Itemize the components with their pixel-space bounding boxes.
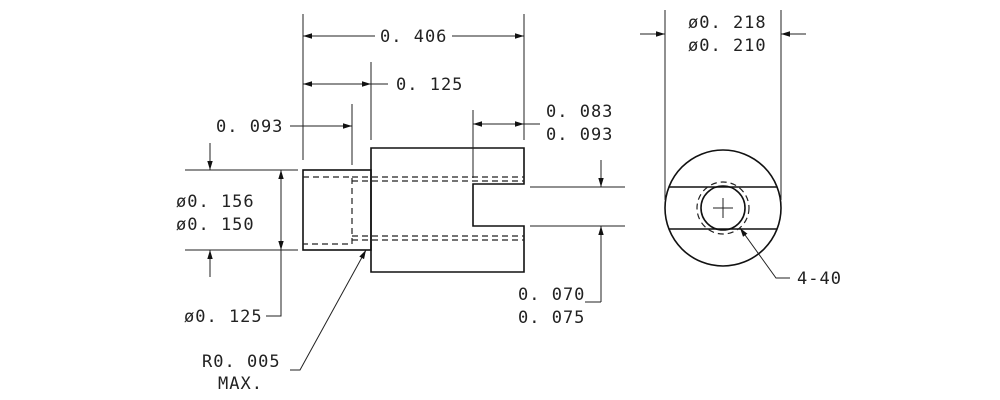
radius-label: R0. 005: [202, 352, 281, 372]
thread-minor-circle: [700, 185, 746, 231]
outer-dia-max-label: ø0. 218: [688, 13, 767, 33]
slot-depth-max-label: 0. 083: [546, 102, 613, 122]
thread-major-circle: [696, 181, 750, 235]
slot-depth-min-label: 0. 093: [546, 125, 613, 145]
overall-length-label: 0. 406: [380, 27, 447, 47]
end-view-outer-circle: [664, 149, 782, 267]
slot-width-max-label: 0. 075: [518, 308, 585, 328]
outer-dia-min-label: ø0. 210: [688, 36, 767, 56]
radius-note-label: MAX.: [218, 374, 263, 394]
side-view: 0. 406 0. 125 0. 093 0. 083 0. 093 ø0. 1…: [176, 14, 625, 394]
thread-spec-label: 4-40: [797, 269, 842, 289]
shank-hidden-bore: [303, 176, 353, 245]
shank-dia-label: ø0. 125: [184, 307, 263, 327]
head-outline: [370, 147, 525, 273]
head-length-label: 0. 125: [396, 75, 463, 95]
slot-width-min-label: 0. 070: [518, 285, 585, 305]
head-dia-max-label: ø0. 156: [176, 192, 255, 212]
head-dia-min-label: ø0. 150: [176, 215, 255, 235]
shoulder-length-label: 0. 093: [216, 117, 283, 137]
shank-outline: [302, 169, 372, 251]
end-view: ø0. 218 ø0. 210 4-40: [640, 10, 842, 289]
